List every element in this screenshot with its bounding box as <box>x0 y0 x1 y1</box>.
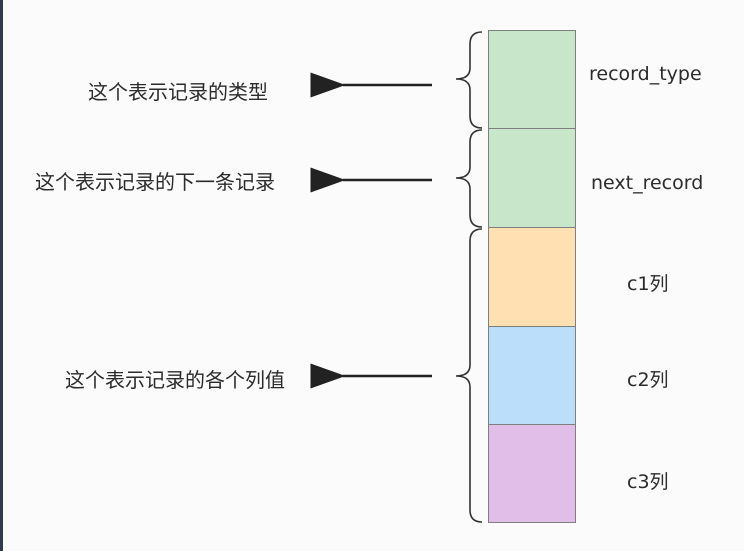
next-record-description: 这个表示记录的下一条记录 <box>35 170 275 194</box>
label-c2: c2列 <box>627 369 669 391</box>
brace-next-record <box>455 129 483 228</box>
label-next-record: next_record <box>591 172 704 194</box>
field-next-record <box>488 128 576 228</box>
brace-columns <box>455 228 483 523</box>
brace-record-type <box>455 31 483 129</box>
record-type-description: 这个表示记录的类型 <box>88 80 268 104</box>
field-record-type <box>488 30 576 129</box>
label-c3: c3列 <box>627 471 669 493</box>
label-record-type: record_type <box>589 63 702 85</box>
field-c3 <box>488 424 576 523</box>
field-c2 <box>488 326 576 425</box>
columns-description: 这个表示记录的各个列值 <box>65 368 285 392</box>
field-c1 <box>488 227 576 327</box>
window-edge <box>0 0 3 551</box>
label-c1: c1列 <box>627 273 669 295</box>
